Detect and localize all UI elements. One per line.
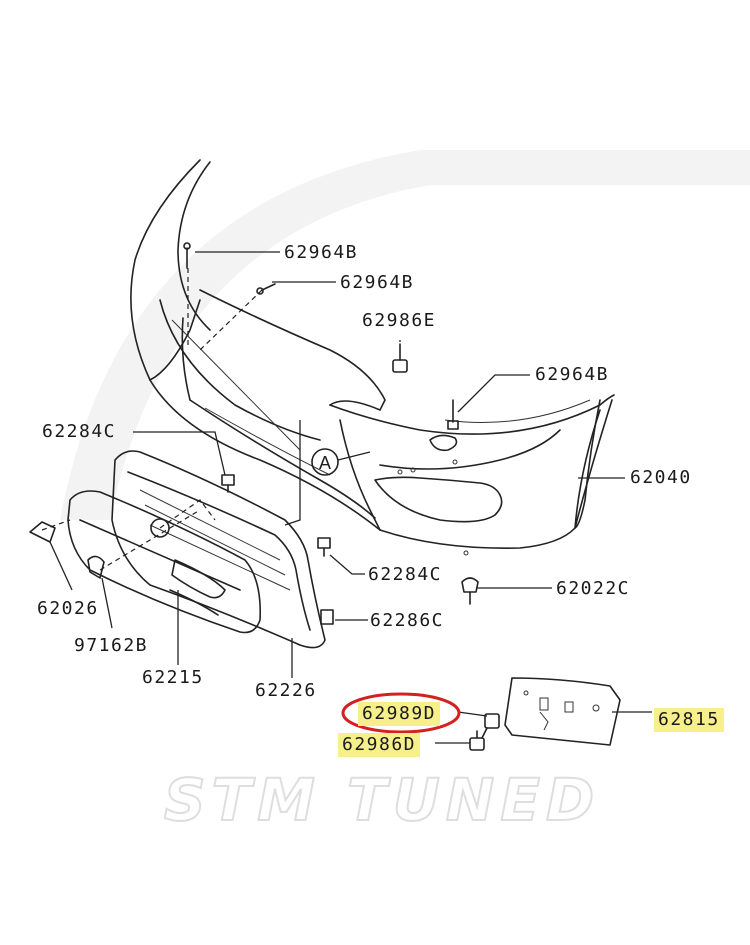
highlight-circle xyxy=(341,692,461,734)
label-62964b-1: 62964B xyxy=(284,242,359,263)
label-62226: 62226 xyxy=(255,680,317,701)
pin-62964b-c xyxy=(447,399,459,430)
screw-62284c-b xyxy=(317,537,331,557)
clip-62286c xyxy=(320,609,334,625)
bolt-62986e xyxy=(392,343,408,373)
label-62286c: 62286C xyxy=(370,610,445,631)
screw-62989d xyxy=(481,713,500,739)
label-62284c-1: 62284C xyxy=(42,421,117,442)
assembly-line xyxy=(99,509,201,571)
view-a-letter: A xyxy=(319,453,331,473)
label-62040: 62040 xyxy=(630,467,692,488)
label-62026: 62026 xyxy=(37,598,99,619)
label-62986e: 62986E xyxy=(362,310,437,331)
label-62815: 62815 xyxy=(654,708,724,732)
label-62964b-2: 62964B xyxy=(340,272,415,293)
label-97162b: 97162B xyxy=(74,635,149,656)
label-62215: 62215 xyxy=(142,667,204,688)
fastener-clip xyxy=(87,555,105,579)
pin-62964b-b xyxy=(256,283,276,295)
cover-clip xyxy=(29,521,56,543)
grille-frame xyxy=(111,450,326,649)
view-a-circle xyxy=(311,448,339,476)
view-a-leader xyxy=(337,451,371,461)
label-62989d: 62989D xyxy=(358,702,441,726)
license-bracket xyxy=(504,677,621,746)
assembly-line xyxy=(159,499,216,529)
assembly-line xyxy=(41,519,71,531)
bolt-62986d xyxy=(469,730,485,751)
leader-lines xyxy=(49,251,652,744)
label-62986d: 62986D xyxy=(338,733,421,757)
bumper-cover xyxy=(130,159,615,556)
watermark-text: STM TUNED xyxy=(164,768,600,828)
background-swoosh xyxy=(60,150,750,520)
pin-62964b-a xyxy=(183,242,191,269)
screw-62284c-a xyxy=(221,474,235,493)
clip-62022c xyxy=(461,577,479,605)
label-62284c-2: 62284C xyxy=(368,564,443,585)
label-62022c: 62022C xyxy=(556,578,631,599)
label-62964b-3: 62964B xyxy=(535,364,610,385)
watermark-logo: STM TUNED xyxy=(163,768,600,828)
